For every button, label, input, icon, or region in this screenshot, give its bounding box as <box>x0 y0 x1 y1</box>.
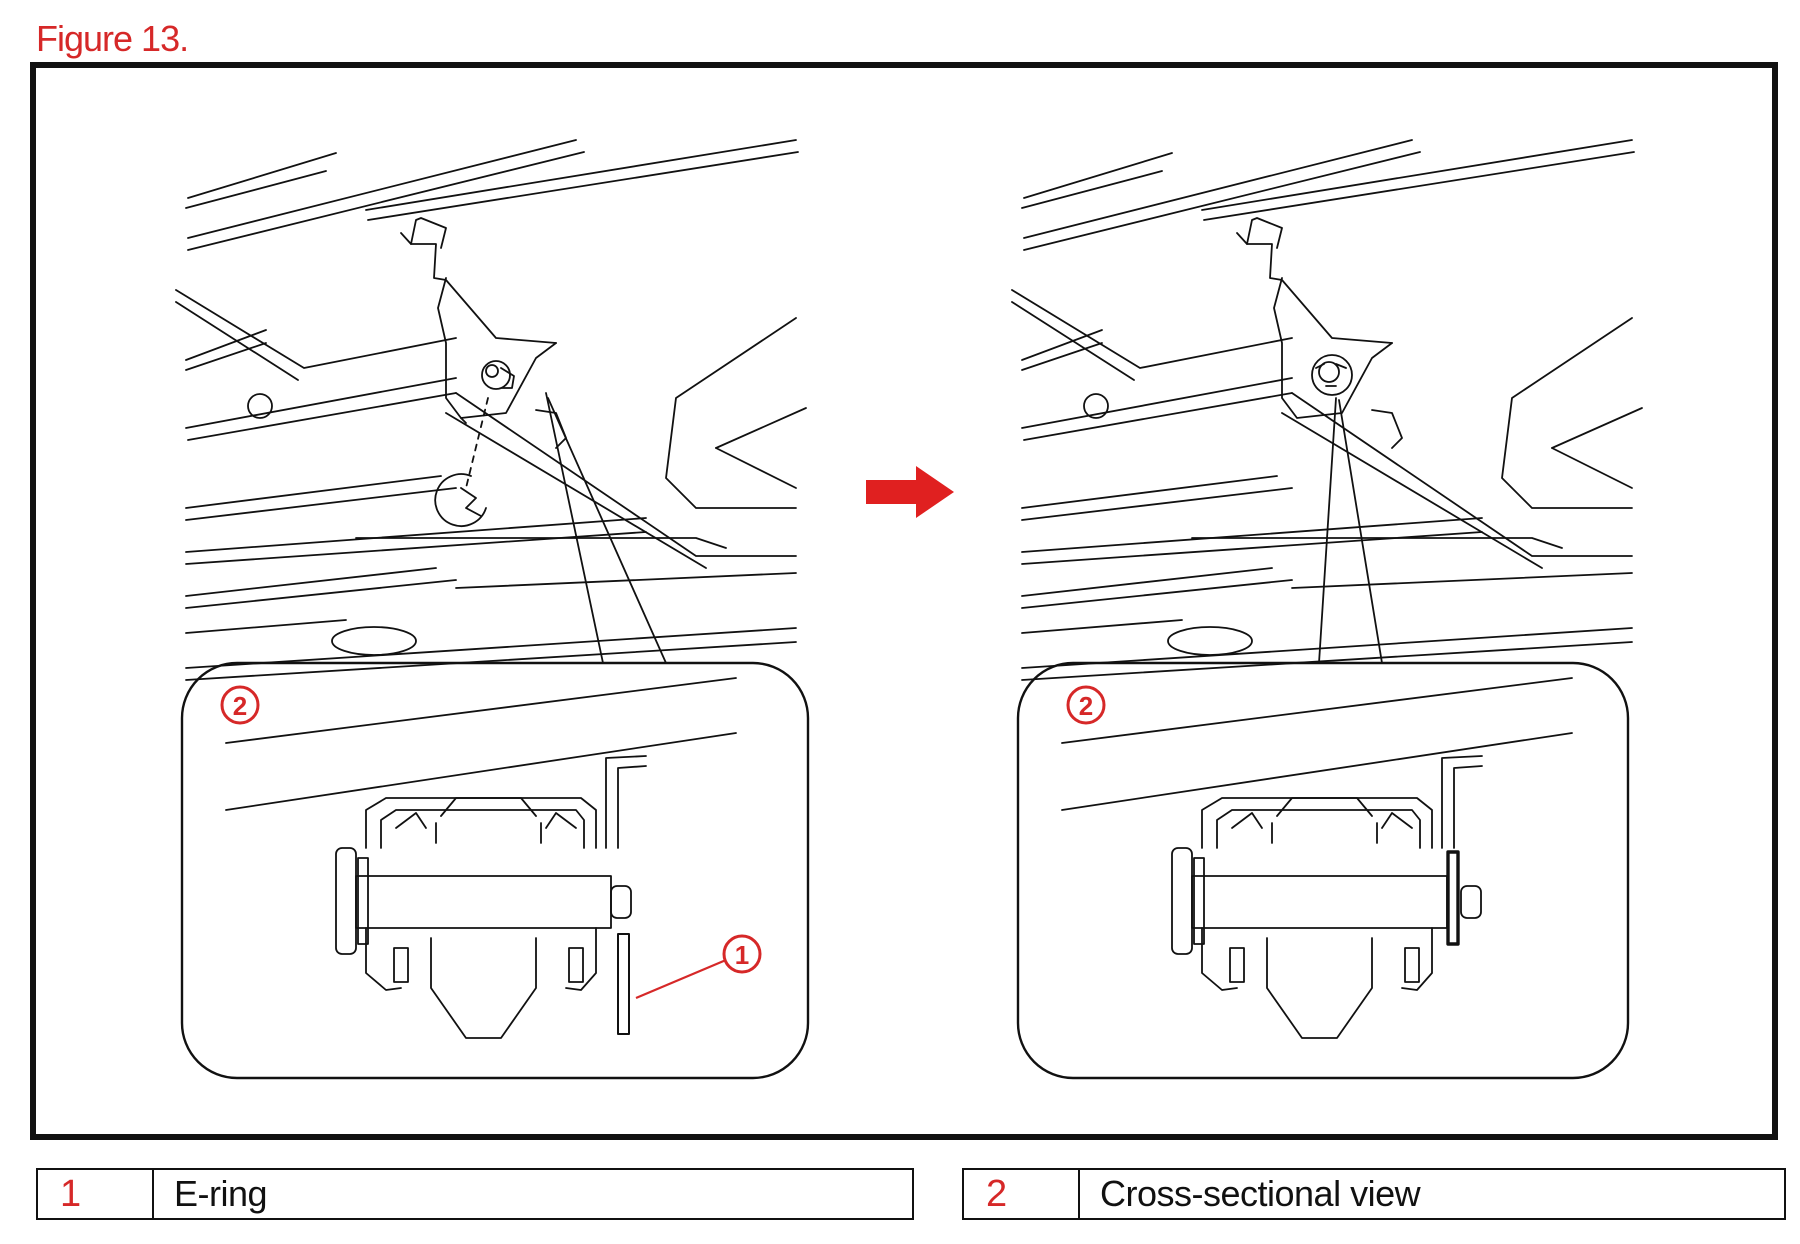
callout-cross-section-right: 2 <box>1066 685 1106 725</box>
callout-e-ring: 1 <box>722 934 762 974</box>
legend-number: 1 <box>38 1170 154 1218</box>
legend-label: E-ring <box>174 1173 268 1214</box>
left-assembly-view <box>175 139 810 1080</box>
svg-text:1: 1 <box>735 940 749 970</box>
diagram-canvas: 1 2 2 <box>175 139 1643 1080</box>
figure-title: Figure 13. <box>36 18 189 59</box>
right-assembly-view <box>1011 139 1643 1080</box>
legend-row-cross-section: 2 Cross-sectional view <box>962 1168 1786 1220</box>
arrow-right-icon <box>866 466 954 518</box>
legend-label: Cross-sectional view <box>1100 1173 1421 1214</box>
diagram-frame: 1 2 2 <box>30 62 1778 1140</box>
svg-text:2: 2 <box>1079 691 1093 721</box>
svg-text:2: 2 <box>233 691 247 721</box>
callout-cross-section-left: 2 <box>220 685 260 725</box>
e-ring-leader-line <box>635 958 727 1000</box>
legend-row-e-ring: 1 E-ring <box>36 1168 914 1220</box>
legend-number: 2 <box>964 1170 1080 1218</box>
